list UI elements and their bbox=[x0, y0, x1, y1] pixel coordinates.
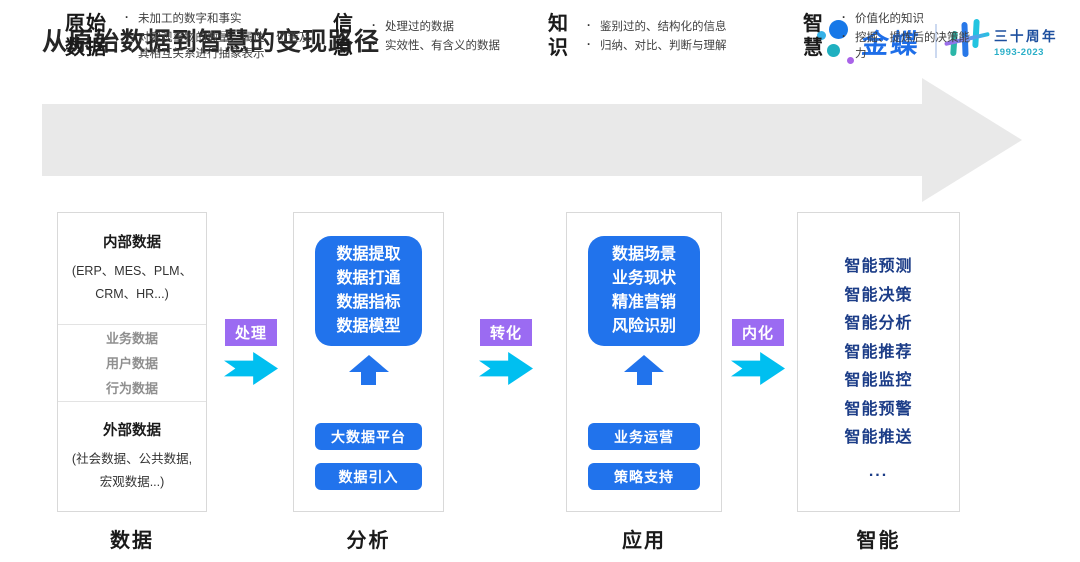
anniversary-years: 1993-2023 bbox=[994, 46, 1044, 58]
stage-information: 信 息 ·处理过的数据 ·实效性、有含义的数据 bbox=[333, 0, 513, 72]
list-item: 智能预警 bbox=[844, 400, 913, 418]
stage-term: 知 识 bbox=[548, 13, 569, 59]
data-import-button: 数据引入 bbox=[315, 463, 422, 490]
connector-process: 处理 bbox=[222, 319, 280, 385]
box-line: 数据场景 bbox=[611, 246, 676, 263]
page-title: 从原始数据到智慧的变现路径 bbox=[42, 28, 381, 56]
application-scenario-box: 数据场景 业务现状 精准营销 风险识别 bbox=[588, 236, 700, 346]
connector-label: 内化 bbox=[732, 319, 784, 346]
internal-data-title: 内部数据 bbox=[103, 235, 161, 251]
connector-label: 处理 bbox=[225, 319, 277, 346]
kingdee-dots-icon bbox=[812, 14, 860, 68]
list-item: 智能决策 bbox=[844, 286, 913, 304]
stage-bullets: ·价值化的知识 ·挖掘、提炼后的决策能力 bbox=[840, 8, 973, 65]
connector-transform: 转化 bbox=[477, 319, 535, 385]
stage-banner bbox=[42, 104, 922, 176]
external-data-title: 外部数据 bbox=[103, 423, 161, 439]
column-label-intelligence: 智能 bbox=[856, 530, 901, 552]
box-line: 数据指标 bbox=[336, 294, 401, 311]
box-line: 数据模型 bbox=[336, 318, 401, 335]
column-label-application: 应用 bbox=[622, 530, 666, 552]
bullet: ·挖掘、提炼后的决策能力 bbox=[842, 30, 970, 60]
list-item: 智能推荐 bbox=[844, 343, 913, 361]
right-arrow-icon bbox=[479, 352, 533, 385]
stage-knowledge: 知 识 ·鉴别过的、结构化的信息 ·归纳、对比、判断与理解 bbox=[548, 0, 776, 72]
kingdee-logo: 金蝶 三十周年 1993-2023 bbox=[812, 14, 1058, 68]
dot-blue bbox=[829, 20, 848, 39]
dot-teal bbox=[827, 44, 840, 57]
list-item-ellipsis: ... bbox=[868, 462, 889, 480]
bullet: ·未加工的数字和事实 bbox=[125, 11, 242, 25]
stage-term: 信 息 bbox=[333, 13, 354, 59]
intelligence-list: 智能预测 智能决策 智能分析 智能推荐 智能监控 智能预警 智能推送 ... bbox=[798, 253, 959, 486]
external-data-sub: (社会数据、公共数据, 宏观数据...) bbox=[71, 452, 193, 489]
stage-bullets: ·未加工的数字和事实 ·对客观事物的数量、属性、位置及其相互关系进行抽象表示 bbox=[123, 8, 313, 65]
list-item: 智能监控 bbox=[844, 372, 913, 389]
column-application-box: 数据场景 业务现状 精准营销 风险识别 业务运营 策略支持 bbox=[566, 212, 722, 512]
stage-raw-data: 原始 数据 ·未加工的数字和事实 ·对客观事物的数量、属性、位置及其相互关系进行… bbox=[65, 0, 317, 72]
bullet: ·价值化的知识 bbox=[842, 11, 924, 25]
box-line: 数据打通 bbox=[336, 270, 401, 287]
box-line: 业务现状 bbox=[611, 270, 676, 287]
up-arrow-icon bbox=[624, 355, 664, 385]
list-item: 智能预测 bbox=[844, 258, 913, 275]
list-item: 智能推送 bbox=[844, 429, 913, 446]
middle-data-section: 业务数据 用户数据 行为数据 bbox=[58, 325, 206, 402]
dot-cyan bbox=[817, 31, 826, 40]
connector-label: 转化 bbox=[480, 319, 532, 346]
up-arrow-icon bbox=[348, 355, 389, 385]
column-data-box: 内部数据 (ERP、MES、PLM、CRM、HR...) 业务数据 用户数据 行… bbox=[57, 212, 207, 512]
stage-term: 智 慧 bbox=[803, 13, 824, 59]
bullet: ·对客观事物的数量、属性、位置及其相互关系进行抽象表示 bbox=[125, 30, 311, 60]
box-line: 数据提取 bbox=[336, 246, 401, 263]
stage-term: 原始 数据 bbox=[65, 13, 107, 59]
box-line: 精准营销 bbox=[611, 294, 676, 311]
dot-purple bbox=[847, 57, 854, 64]
internal-data-sub: (ERP、MES、PLM、CRM、HR...) bbox=[71, 264, 193, 301]
list-item: 智能分析 bbox=[844, 315, 913, 332]
external-data-section: 外部数据 (社会数据、公共数据, 宏观数据...) bbox=[58, 402, 206, 511]
middle-item: 行为数据 bbox=[105, 380, 158, 396]
strategy-support-button: 策略支持 bbox=[588, 463, 700, 490]
connector-internalize: 内化 bbox=[729, 319, 787, 385]
middle-item: 用户数据 bbox=[105, 355, 158, 371]
big-data-platform-button: 大数据平台 bbox=[315, 423, 422, 450]
box-line: 风险识别 bbox=[611, 318, 676, 335]
column-label-data: 数据 bbox=[110, 530, 154, 552]
business-operation-button: 业务运营 bbox=[588, 423, 700, 450]
middle-item: 业务数据 bbox=[105, 330, 158, 346]
logo-divider bbox=[935, 24, 937, 58]
column-analysis-box: 数据提取 数据打通 数据指标 数据模型 大数据平台 数据引入 bbox=[293, 212, 444, 512]
banner-arrowhead-icon bbox=[922, 78, 1022, 202]
anniversary-text: 三十周年 1993-2023 bbox=[994, 25, 1058, 58]
bullet: ·实效性、有含义的数据 bbox=[372, 38, 500, 52]
right-arrow-icon bbox=[224, 352, 278, 385]
anniversary-title: 三十周年 bbox=[994, 28, 1058, 44]
internal-data-section: 内部数据 (ERP、MES、PLM、CRM、HR...) bbox=[58, 213, 206, 325]
bullet: ·归纳、对比、判断与理解 bbox=[587, 38, 727, 52]
stage-wisdom: 智 慧 ·价值化的知识 ·挖掘、提炼后的决策能力 bbox=[803, 0, 973, 72]
analysis-capability-box: 数据提取 数据打通 数据指标 数据模型 bbox=[315, 236, 422, 346]
right-arrow-icon bbox=[731, 352, 785, 385]
stage-bullets: ·处理过的数据 ·实效性、有含义的数据 bbox=[370, 16, 500, 57]
bullet: ·鉴别过的、结构化的信息 bbox=[587, 19, 727, 33]
column-label-analysis: 分析 bbox=[346, 530, 391, 552]
bullet: ·处理过的数据 bbox=[372, 19, 454, 33]
column-intelligence-box: 智能预测 智能决策 智能分析 智能推荐 智能监控 智能预警 智能推送 ... bbox=[797, 212, 960, 512]
stage-bullets: ·鉴别过的、结构化的信息 ·归纳、对比、判断与理解 bbox=[585, 16, 727, 57]
